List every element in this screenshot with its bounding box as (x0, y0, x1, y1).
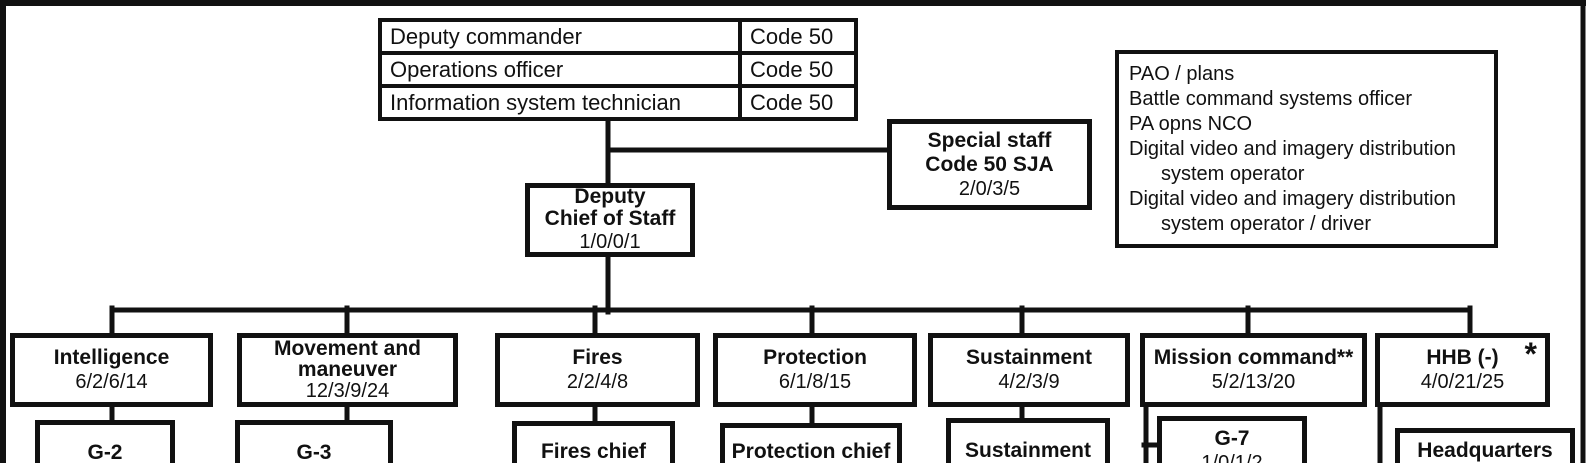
section-box-fires: Fires 2/2/4/8 (495, 333, 700, 407)
strength-figures: 6/1/8/15 (778, 371, 852, 393)
section-box-mission-command: Mission command** 5/2/13/20 (1140, 333, 1367, 407)
strength-figures: 4/0/21/25 (1420, 371, 1505, 393)
role-cell: Deputy commander (378, 18, 742, 55)
strength-figures: 4/2/3/9 (998, 371, 1060, 393)
box-title: Fires (572, 346, 623, 369)
box-title: Protection (763, 346, 867, 369)
box-title: Protection chief (731, 440, 891, 463)
list-item: Battle command systems officer (1129, 88, 1413, 110)
box-title: G-3 (296, 441, 332, 463)
table-row: Deputy commander Code 50 (378, 18, 858, 55)
code-cell: Code 50 (738, 84, 858, 121)
role-cell: Information system technician (378, 84, 742, 121)
strength-figures: 12/3/9/24 (305, 380, 390, 402)
box-title: Deputy (574, 185, 646, 208)
box-title: Special staff (927, 128, 1052, 152)
list-item-continuation: system operator (1161, 163, 1305, 185)
list-item: PA opns NCO (1129, 113, 1253, 135)
box-title: Fires chief (540, 440, 647, 463)
code-cell: Code 50 (738, 18, 858, 55)
section-box-intelligence: Intelligence 6/2/6/14 (10, 333, 213, 407)
strength-figures: 6/2/6/14 (75, 371, 148, 393)
section-box-sustainment: Sustainment 4/2/3/9 (928, 333, 1130, 407)
box-title: Headquarters (1417, 439, 1553, 462)
role-cell: Operations officer (378, 51, 742, 88)
list-item: Digital video and imagery distribution (1129, 188, 1456, 210)
strength-figures: 1/0/0/1 (579, 231, 641, 253)
box-title: Chief of Staff (544, 207, 676, 230)
box-title: G-7 (1214, 427, 1250, 450)
child-box-g2: G-2 (35, 420, 175, 463)
box-title: HHB (-) (1426, 346, 1499, 369)
command-roster-table: Deputy commander Code 50 Operations offi… (378, 18, 858, 121)
child-box-fires-chief: Fires chief (512, 421, 675, 463)
box-title: Sustainment (964, 439, 1092, 462)
strength-figures: 5/2/13/20 (1211, 371, 1296, 393)
deputy-chief-of-staff-box: Deputy Chief of Staff 1/0/0/1 (525, 183, 695, 257)
table-row: Information system technician Code 50 (378, 84, 858, 121)
list-item-continuation: system operator / driver (1161, 213, 1372, 235)
child-box-g7: G-7 1/0/1/2 (1157, 416, 1307, 463)
strength-figures: 2/2/4/8 (566, 371, 629, 393)
box-title: Sustainment (965, 346, 1093, 369)
asterisk-marker: * (1524, 336, 1537, 372)
table-row: Operations officer Code 50 (378, 51, 858, 88)
box-title: G-2 (87, 441, 123, 463)
child-box-g3: G-3 (235, 420, 393, 463)
box-title: Intelligence (53, 346, 170, 369)
list-item: Digital video and imagery distribution (1129, 138, 1456, 160)
section-box-hhb: * HHB (-) 4/0/21/25 (1375, 333, 1550, 407)
section-box-movement-and-maneuver: Movement and maneuver 12/3/9/24 (237, 333, 458, 407)
strength-figures: 2/0/3/5 (958, 177, 1021, 200)
staff-positions-list: PAO / plans Battle command systems offic… (1115, 50, 1498, 248)
child-box-headquarters-support-company: Headquarters support company (1395, 428, 1575, 463)
code-cell: Code 50 (738, 51, 858, 88)
box-title: maneuver (297, 358, 398, 381)
child-box-sustainment-chief: Sustainment (946, 418, 1110, 463)
box-title: Movement and (273, 337, 422, 360)
list-item: PAO / plans (1129, 63, 1235, 85)
child-box-protection-chief: Protection chief (720, 423, 902, 463)
box-title: Mission command** (1153, 346, 1354, 369)
strength-figures: 1/0/1/2 (1201, 452, 1263, 463)
box-title: Code 50 SJA (925, 152, 1054, 176)
section-box-protection: Protection 6/1/8/15 (713, 333, 917, 407)
special-staff-box: Special staff Code 50 SJA 2/0/3/5 (887, 119, 1092, 210)
